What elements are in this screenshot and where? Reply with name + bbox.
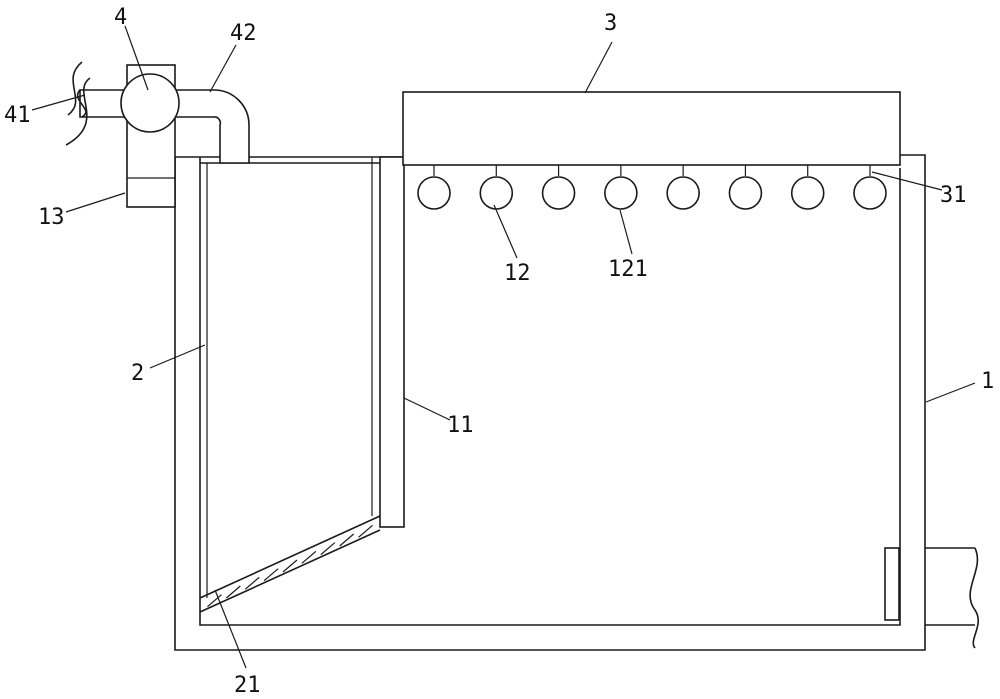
- label-11: 11: [447, 413, 474, 438]
- tank-inner-wall: [199, 157, 901, 626]
- label-21: 21: [234, 673, 261, 698]
- leader-lines: [31, 25, 976, 669]
- leader-21: [214, 589, 247, 669]
- label-41: 41: [4, 103, 31, 128]
- outlet-pipe: [884, 547, 980, 649]
- nozzle-head: [479, 176, 514, 210]
- leader-3: [584, 41, 613, 94]
- pump-impeller: [120, 73, 180, 133]
- filter-chamber: [199, 163, 381, 613]
- label-1: 1: [981, 369, 994, 394]
- leader-4: [124, 25, 149, 91]
- leader-31: [871, 171, 943, 191]
- inlet-pipe-break-line-a: [65, 77, 91, 146]
- callout-labels: 4 42 41 13 2 11 1 3 31 12 121 21: [4, 5, 994, 698]
- nozzle-head: [853, 176, 887, 210]
- nozzle-head: [790, 176, 825, 210]
- nozzle-head: [666, 176, 700, 210]
- mesh-hatch: [225, 585, 241, 599]
- spray-nozzle: [790, 165, 825, 210]
- label-31: 31: [940, 183, 967, 208]
- mesh-hatch: [282, 559, 298, 573]
- filter-mesh-bottom: [199, 529, 381, 613]
- nozzle-head: [541, 176, 576, 210]
- spray-nozzle: [541, 165, 576, 210]
- outlet-screen: [884, 547, 900, 621]
- spray-nozzle: [666, 165, 700, 210]
- spray-nozzle: [728, 165, 763, 210]
- leader-12: [493, 204, 518, 259]
- inlet-pipe-break: [76, 89, 87, 118]
- mesh-hatch: [358, 524, 373, 538]
- pump-assembly: [65, 61, 250, 208]
- spray-nozzle: [417, 165, 451, 210]
- label-4: 4: [114, 5, 127, 30]
- mesh-hatch: [244, 576, 260, 590]
- tank-outer-wall: [174, 154, 926, 651]
- leader-41: [31, 94, 86, 111]
- spray-nozzle: [479, 165, 514, 210]
- nozzle-head: [604, 176, 638, 210]
- spray-nozzle: [853, 165, 887, 210]
- label-2: 2: [131, 361, 144, 386]
- label-3: 3: [604, 11, 617, 36]
- filter-mesh-hatching: [207, 524, 373, 608]
- tank-body: [174, 154, 926, 651]
- nozzle-head: [417, 176, 451, 210]
- filter-mesh-top: [199, 515, 381, 599]
- label-13: 13: [38, 205, 65, 230]
- leader-42: [209, 44, 237, 93]
- leader-2: [149, 344, 206, 369]
- baffle-plate: [379, 156, 405, 528]
- spray-nozzle-row: [417, 165, 887, 210]
- mesh-hatch: [339, 533, 355, 547]
- label-121: 121: [608, 257, 648, 282]
- mesh-hatch: [320, 542, 336, 556]
- spray-nozzle: [604, 165, 638, 210]
- leader-13: [65, 192, 126, 213]
- leader-121: [619, 209, 633, 255]
- inlet-pipe-break-line-b: [67, 61, 83, 116]
- spray-header: [402, 91, 901, 166]
- nozzle-head: [728, 176, 763, 210]
- label-12: 12: [504, 261, 531, 286]
- leader-11: [403, 397, 451, 421]
- leader-1: [925, 382, 976, 403]
- mesh-hatch: [301, 550, 317, 564]
- mesh-hatch: [263, 568, 279, 582]
- label-42: 42: [230, 21, 257, 46]
- mesh-hatch: [207, 594, 222, 608]
